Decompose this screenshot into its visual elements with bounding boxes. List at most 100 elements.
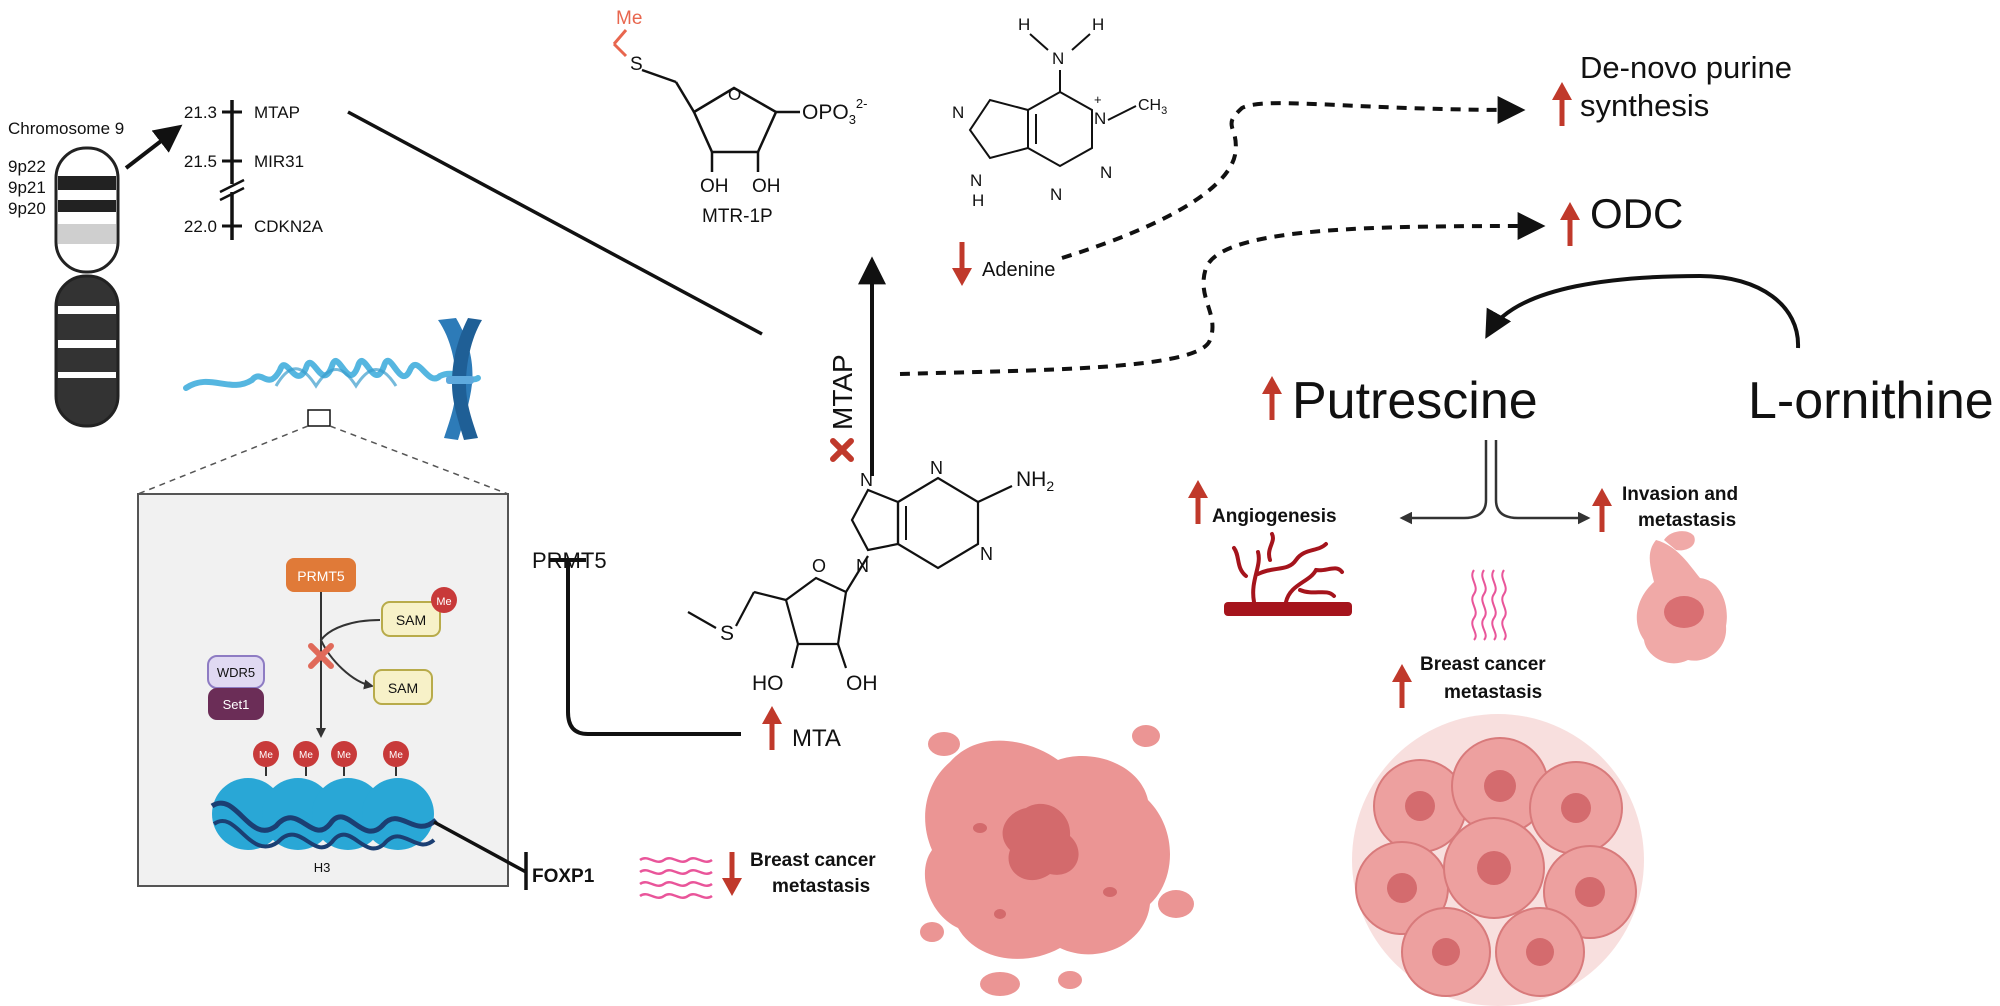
mta-s-label: S: [720, 622, 734, 645]
band-label-9p21: 9p21: [8, 178, 46, 197]
x-chromosome-icon: [438, 318, 482, 440]
mtr-oh-left: OH: [700, 176, 729, 197]
chromosome-zoom-arrow: [124, 124, 183, 170]
mta-n-top: N: [930, 458, 943, 478]
nucleosome-array-icon: Me Me Me Me: [210, 741, 438, 851]
tumor-cluster-icon: [1352, 714, 1644, 1006]
mtr-1p-structure: Me S O OPO32- OH OH MTR-1P: [612, 8, 867, 227]
mta-nh2: NH2: [1016, 468, 1054, 494]
chromosome-9-icon: [54, 146, 120, 428]
foxp1-label: FOXP1: [532, 866, 595, 887]
dna-coil-icon: [183, 357, 481, 427]
h3-label: H3: [314, 860, 331, 875]
h3-foxp1-inhibition: [433, 820, 527, 874]
mta-o-ring: O: [812, 556, 826, 576]
blood-vessel-icon: [1224, 532, 1352, 616]
me-label-3: Me: [337, 750, 351, 761]
tumor-icon: [920, 725, 1194, 996]
adenine-to-purine-arrow: [1061, 95, 1526, 260]
breast-right-label-1: Breast cancer: [1420, 654, 1546, 675]
breast-right-label-2: metastasis: [1444, 682, 1542, 703]
band-label-9p20: 9p20: [8, 199, 46, 218]
invasion-label-2: metastasis: [1638, 510, 1736, 531]
mtap-label: MTAP: [827, 354, 858, 430]
inhibited-x-icon: [308, 643, 334, 669]
mta-n-upper-left: N: [860, 470, 873, 490]
breast-left-down-arrow-icon: [722, 852, 742, 896]
gene-locus-map: 21.3 MTAP 21.5 MIR31 22.0 CDKN2A: [184, 100, 324, 240]
purine-label-1: De-novo purine: [1580, 50, 1792, 85]
putrescine-branch-arrows: [1399, 440, 1591, 525]
adenine-label: Adenine: [982, 259, 1055, 281]
prmt5-box-label: PRMT5: [297, 568, 345, 584]
locus-position-cdkn2a: 22.0: [184, 217, 217, 236]
sam-box: [373, 669, 433, 705]
ornithine-to-putrescine-arrow: [1485, 273, 1801, 349]
purine-label-2: synthesis: [1580, 88, 1709, 123]
chromosome-label: Chromosome 9: [8, 119, 124, 138]
invasion-label-1: Invasion and: [1622, 484, 1738, 505]
zoom-line-right: [329, 425, 509, 495]
me-label-1: Me: [259, 750, 273, 761]
locus-position-mir31: 21.5: [184, 152, 217, 171]
foxp1-signal-waves-icon: [639, 857, 713, 899]
prmt5-inset-panel: PRMT5 SAM Me SAM WDR5 Set1 Me Me Me: [137, 493, 509, 887]
mtr-1p-label: MTR-1P: [702, 206, 773, 227]
signal-waves-icon: [1471, 569, 1507, 641]
zoom-box-icon: [307, 409, 331, 427]
mtap-loss-x-icon: [830, 438, 854, 462]
mta-prmt5-inhibition-line: [566, 560, 741, 736]
sam-me-box-label: SAM: [396, 612, 426, 628]
chromosome-panel: Chromosome 9 9p22 9p21 9p20 21.3 MTAP 21…: [8, 100, 763, 428]
adn-plus: +: [1094, 92, 1102, 107]
adn-n-bottom: N: [1050, 185, 1062, 204]
mtr-s-label: S: [630, 54, 643, 75]
me-group-icon: [431, 587, 457, 613]
sam-box-label: SAM: [388, 680, 418, 696]
invasion-up-arrow-icon: [1592, 488, 1612, 532]
sam-me-box: [381, 601, 441, 637]
breast-right-up-arrow-icon: [1392, 664, 1412, 708]
l-ornithine-label: L-ornithine: [1748, 372, 1994, 430]
mtap-locus-connector: [347, 110, 763, 336]
mtr-opo3-label: OPO32-: [802, 96, 867, 127]
locus-gene-mir31: MIR31: [254, 152, 304, 171]
adn-n-plus: N: [1094, 109, 1106, 128]
wdr5-box-label: WDR5: [217, 665, 255, 680]
adn-n-top: N: [1052, 49, 1064, 68]
mtr-ring-o: O: [728, 85, 741, 104]
angiogenesis-label: Angiogenesis: [1212, 506, 1337, 527]
odc-up-arrow-icon: [1560, 202, 1580, 246]
mta-label: MTA: [792, 725, 841, 752]
breast-left-label-2: metastasis: [772, 876, 870, 897]
adn-n-left: N: [952, 103, 964, 122]
adn-ch3: CH3: [1138, 97, 1167, 117]
adenine-down-arrow-icon: [952, 242, 972, 286]
putrescine-up-arrow-icon: [1262, 376, 1282, 420]
me-label-2: Me: [299, 750, 313, 761]
band-label-9p22: 9p22: [8, 157, 46, 176]
mtap-to-odc-arrow: [899, 212, 1546, 376]
me-label-4: Me: [389, 750, 403, 761]
odc-label: ODC: [1590, 190, 1683, 237]
mtr-oh-right: OH: [752, 176, 781, 197]
mta-up-arrow-icon: [762, 706, 782, 750]
mta-n-right: N: [980, 544, 993, 564]
mta-structure: N N N N NH2 O S HO OH: [687, 458, 1054, 695]
mta-oh: OH: [846, 672, 878, 695]
set1-box: [208, 688, 264, 720]
locus-gene-cdkn2a: CDKN2A: [254, 217, 324, 236]
migrating-cell-icon: [1636, 531, 1727, 664]
adn-n-right: N: [1100, 163, 1112, 182]
adn-nh: N: [970, 171, 982, 190]
adn-h-left: H: [1018, 15, 1030, 34]
locus-gene-mtap: MTAP: [254, 103, 300, 122]
breast-left-label-1: Breast cancer: [750, 850, 876, 871]
adenine-structure: H H N N + CH3 N N N N H: [952, 15, 1167, 210]
set1-box-label: Set1: [223, 697, 250, 712]
putrescine-label: Putrescine: [1292, 372, 1538, 430]
mtr-me-label: Me: [616, 8, 642, 29]
me-group-label: Me: [436, 596, 451, 608]
adn-h-right: H: [1092, 15, 1104, 34]
